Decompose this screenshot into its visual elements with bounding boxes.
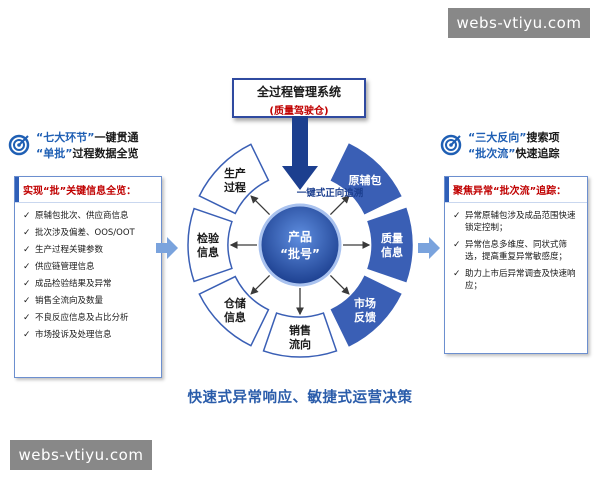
wheel-segment [198, 143, 270, 215]
right-info-panel: 聚焦异常“批次流”追踪： ✓ 异常原辅包涉及成品范围快速锁定控制； ✓ 异常信息多维度… [444, 176, 588, 354]
wheel-segment-label: 信息 [197, 245, 219, 259]
list-item: ✓ 原辅包批次、供应商信息 [23, 210, 153, 222]
check-icon: ✓ [23, 228, 31, 238]
spoke-arrow-icon [250, 195, 271, 216]
wheel-segment [262, 312, 338, 358]
left-arrow-icon [156, 237, 178, 259]
watermark-top: webs-vtiyu.com [448, 8, 590, 38]
check-icon: ✓ [453, 240, 461, 250]
list-item-text: 异常原辅包涉及成品范围快速锁定控制； [465, 211, 576, 233]
check-icon: ✓ [23, 296, 31, 306]
left-info-panel: 实现“批”关键信息全览： ✓ 原辅包批次、供应商信息 ✓ 批次涉及偏差、OOS/OOT… [14, 176, 162, 378]
bottom-slogan: 快速式异常响应、敏捷式运营决策 [187, 390, 413, 406]
spoke-arrow-icon [329, 195, 350, 216]
list-item-text: 销售全流向及数量 [35, 296, 104, 306]
list-item: ✓ 销售全流向及数量 [23, 295, 153, 307]
list-item-text: 批次涉及偏差、OOS/OOT [35, 228, 135, 238]
wheel-segment [330, 143, 402, 215]
watermark-bottom: webs-vtiyu.com [10, 440, 152, 470]
check-icon: ✓ [23, 313, 31, 323]
check-icon: ✓ [23, 279, 31, 289]
center-label-line1: 产品 [288, 229, 312, 244]
right-header-rest-2: 快速追踪 [515, 147, 560, 160]
list-item: ✓ 生产过程关键参数 [23, 244, 153, 256]
right-header-quote-2: “批次流” [468, 147, 516, 160]
wheel-segment-label: 原辅包 [349, 173, 382, 187]
target-icon [8, 134, 30, 156]
wheel-segment [367, 207, 413, 283]
left-header-rest-1: 一键贯通 [94, 131, 139, 144]
list-item: ✓ 批次涉及偏差、OOS/OOT [23, 227, 153, 239]
left-header-quote-1: “七大环节” [36, 131, 95, 144]
right-header: “三大反向”搜索项 “批次流”快速追踪 [440, 128, 595, 168]
wheel-segment-label: 质量 [381, 231, 403, 245]
down-arrow-icon [282, 116, 318, 190]
check-icon: ✓ [453, 211, 461, 221]
wheel-segment-label: 过程 [224, 180, 246, 194]
spoke-arrow-icon [329, 274, 350, 295]
list-item-text: 异常信息多维度、同状式筛选，提高重复异常敏感度； [465, 240, 568, 262]
system-title: 全过程管理系统 [256, 85, 341, 99]
right-header-quote-1: “三大反向” [468, 131, 527, 144]
right-panel-title: 聚焦异常“批次流”追踪： [445, 177, 587, 203]
left-panel-list: ✓ 原辅包批次、供应商信息 ✓ 批次涉及偏差、OOS/OOT ✓ 生产过程关键参数 ✓ 供应链… [15, 203, 161, 341]
left-header-quote-2: “单批” [36, 147, 73, 160]
right-header-rest-1: 搜索项 [526, 131, 560, 144]
system-title-box: 全过程管理系统 (质量驾驶仓) [232, 78, 366, 118]
forward-trace-label: 一键式正向追溯 [297, 187, 364, 199]
list-item-text: 生产过程关键参数 [35, 245, 104, 255]
right-arrow-icon [418, 237, 440, 259]
check-icon: ✓ [23, 330, 31, 340]
left-panel-title: 实现“批”关键信息全览： [15, 177, 161, 203]
left-panel-title-text: 实现“批”关键信息全览： [23, 186, 137, 197]
right-panel-list: ✓ 异常原辅包涉及成品范围快速锁定控制； ✓ 异常信息多维度、同状式筛选，提高重复异常… [445, 203, 587, 292]
center-circle [258, 203, 342, 287]
target-icon [440, 134, 462, 156]
list-item-text: 成品检验结果及异常 [35, 279, 112, 289]
left-header-rest-2: 过程数据全览 [72, 147, 139, 160]
check-icon: ✓ [23, 245, 31, 255]
check-icon: ✓ [453, 269, 461, 279]
wheel-segment-label: 检验 [197, 231, 220, 245]
center-label-line2: “批号” [280, 246, 320, 261]
list-item: ✓ 异常原辅包涉及成品范围快速锁定控制； [453, 210, 579, 234]
system-subtitle: (质量驾驶仓) [269, 106, 329, 117]
list-item-text: 市场投诉及处理信息 [35, 330, 112, 340]
check-icon: ✓ [23, 262, 31, 272]
list-item-text: 助力上市后异常调查及快速响应； [465, 269, 576, 291]
wheel-segment-label: 流向 [289, 337, 311, 351]
wheel-segment-label: 生产 [224, 166, 246, 180]
wheel-segment [198, 275, 270, 347]
list-item: ✓ 助力上市后异常调查及快速响应； [453, 268, 579, 292]
wheel-segment-label: 反馈 [354, 310, 376, 324]
list-item: ✓ 成品检验结果及异常 [23, 278, 153, 290]
wheel-segment-label: 销售 [289, 323, 311, 337]
list-item: ✓ 不良反应信息及占比分析 [23, 312, 153, 324]
wheel-segment-label: 仓储 [223, 296, 246, 310]
right-panel-title-text: 聚焦异常“批次流”追踪： [453, 186, 567, 197]
check-icon: ✓ [23, 211, 31, 221]
wheel-segment-label: 信息 [224, 310, 246, 324]
left-header: “七大环节”一键贯通 “单批”过程数据全览 [8, 128, 168, 168]
wheel-segment-label: 市场 [354, 296, 376, 310]
list-item-text: 供应链管理信息 [35, 262, 95, 272]
wheel-segment [187, 207, 233, 283]
list-item-text: 不良反应信息及占比分析 [35, 313, 129, 323]
spoke-arrow-icon [250, 274, 271, 295]
list-item: ✓ 异常信息多维度、同状式筛选，提高重复异常敏感度； [453, 239, 579, 263]
wheel-segment-label: 信息 [381, 245, 403, 259]
wheel-segment [330, 275, 402, 347]
list-item-text: 原辅包批次、供应商信息 [35, 211, 129, 221]
list-item: ✓ 市场投诉及处理信息 [23, 329, 153, 341]
list-item: ✓ 供应链管理信息 [23, 261, 153, 273]
